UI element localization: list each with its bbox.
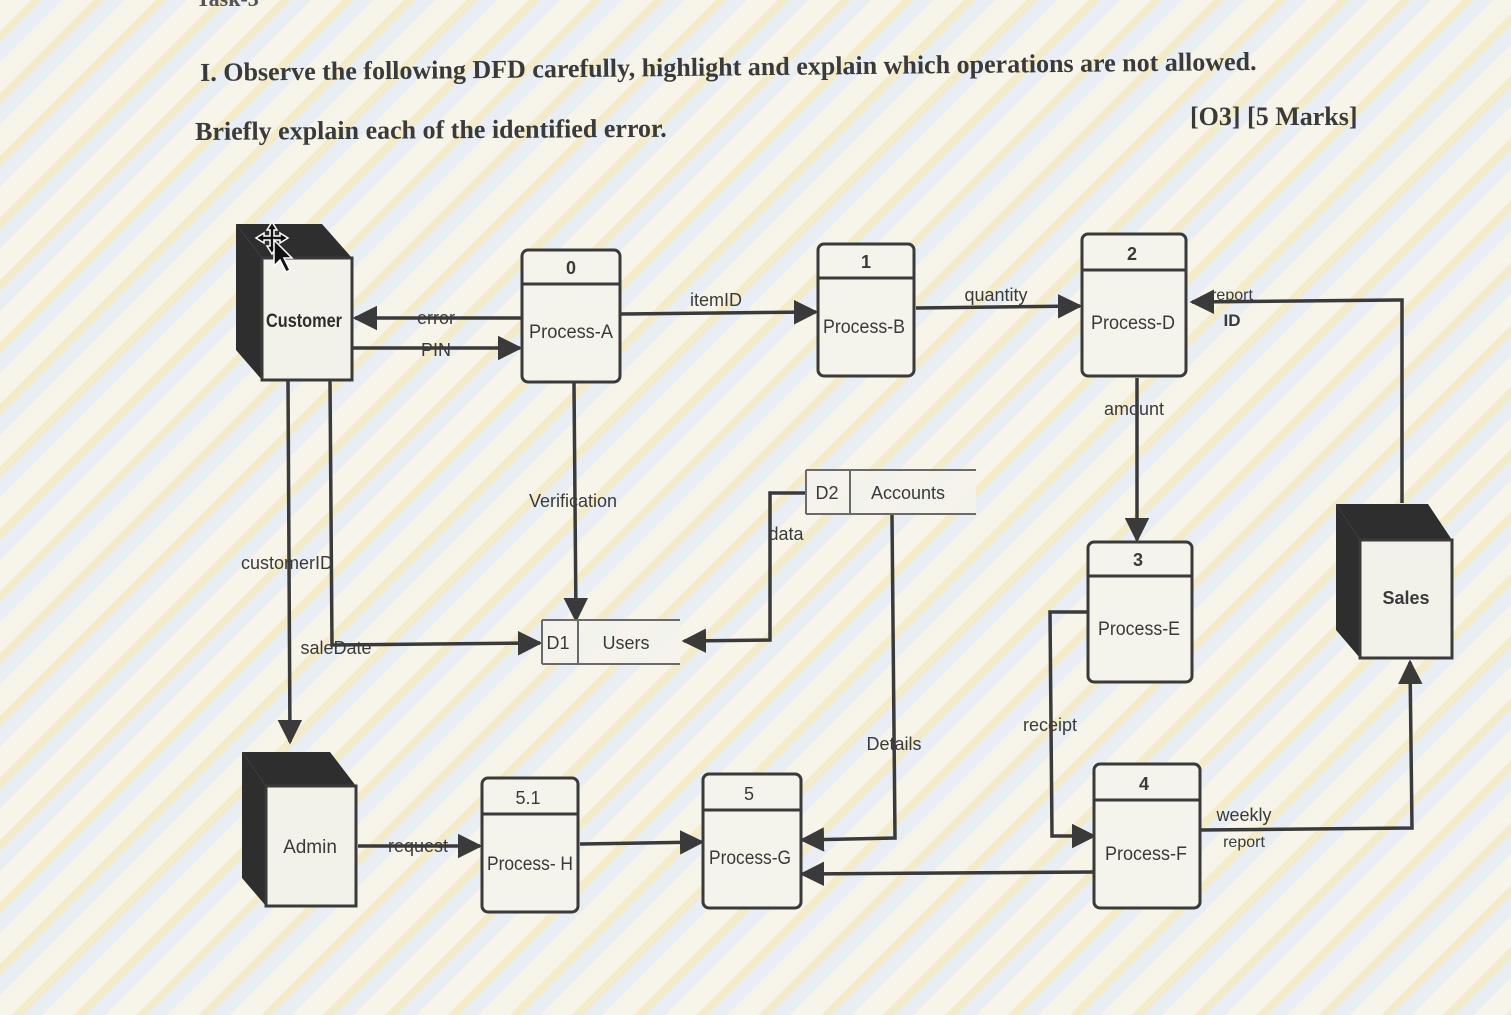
flow-weekly-report-line [1199, 659, 1423, 832]
process-5: 5 Process-G [701, 772, 803, 910]
flow-report-id-line [1189, 289, 1404, 503]
process-4: 4 Process-F [1092, 762, 1202, 910]
flow-details-label: Details [866, 734, 921, 754]
store-d2: D2 Accounts [805, 469, 976, 515]
flow-request-label: request [388, 836, 448, 856]
flow-pin-label: PIN [421, 340, 451, 360]
move-cursor-icon [254, 220, 294, 274]
process-0: 0 Process-A [520, 248, 622, 384]
store-d1: D1 Users [541, 619, 680, 665]
flow-error-label: error [417, 308, 455, 328]
process-4-id: 4 [1139, 774, 1149, 794]
process-2: 2 Process-D [1080, 232, 1188, 378]
flow-verification-line [563, 382, 589, 623]
process-2-name: Process-D [1091, 313, 1175, 334]
entity-admin: Admin [242, 752, 358, 908]
flow-f-to-g-line [799, 861, 1097, 887]
flow-weekly-report-label-2: report [1223, 834, 1265, 851]
flow-weekly-report-label-1: weekly [1215, 805, 1271, 825]
process-5-1: 5.1 Process- H [480, 776, 580, 914]
process-0-name: Process-A [529, 322, 613, 343]
flow-saledate-line [328, 379, 543, 656]
flow-quantity-line [915, 294, 1083, 319]
process-5-id: 5 [744, 784, 754, 804]
process-5-1-id: 5.1 [515, 788, 540, 808]
process-5-1-name: Process- H [487, 854, 573, 875]
flow-data-line [681, 491, 806, 653]
store-d1-id: D1 [546, 633, 569, 653]
flow-amount-label: amount [1104, 399, 1164, 419]
process-1-name: Process-B [823, 317, 905, 338]
process-4-name: Process-F [1105, 844, 1187, 865]
process-1-id: 1 [861, 252, 871, 272]
flow-receipt-label: receipt [1023, 715, 1077, 735]
flow-itemid-label: itemID [690, 290, 742, 310]
process-5-name: Process-G [709, 848, 791, 869]
flow-quantity-label: quantity [964, 285, 1027, 305]
entity-customer-label: Customer [266, 311, 343, 332]
marks-label: [O3] [5 Marks] [1190, 102, 1358, 131]
entity-customer: Customer [236, 224, 354, 382]
flow-details-line [799, 514, 897, 852]
flow-saledate-label: saleDate [300, 638, 371, 658]
flow-customerid-line [277, 379, 303, 745]
entity-admin-label: Admin [283, 837, 337, 858]
store-d2-name: Accounts [871, 483, 945, 503]
process-3-id: 3 [1133, 550, 1143, 570]
flow-customerid-label: customerID [241, 553, 333, 573]
flow-report-id-label-2: ID [1224, 311, 1241, 330]
entity-sales: Sales [1336, 504, 1454, 660]
process-1: 1 Process-B [816, 242, 916, 378]
flow-receipt-line [1048, 610, 1097, 849]
store-d2-id: D2 [815, 483, 838, 503]
flow-report-id-label-1: report [1211, 287, 1253, 304]
entity-sales-label: Sales [1382, 588, 1429, 608]
flow-h-to-g-line [579, 830, 705, 855]
process-2-id: 2 [1127, 244, 1137, 264]
store-d1-name: Users [602, 633, 649, 653]
heading-fragment: Task-3 [196, 0, 259, 12]
process-3-name: Process-E [1098, 619, 1180, 640]
flow-data-label: data [768, 524, 804, 544]
process-0-id: 0 [566, 258, 576, 278]
flow-itemid-line [619, 299, 819, 325]
flow-verification-label: Verification [529, 491, 617, 511]
process-3: 3 Process-E [1086, 540, 1194, 684]
